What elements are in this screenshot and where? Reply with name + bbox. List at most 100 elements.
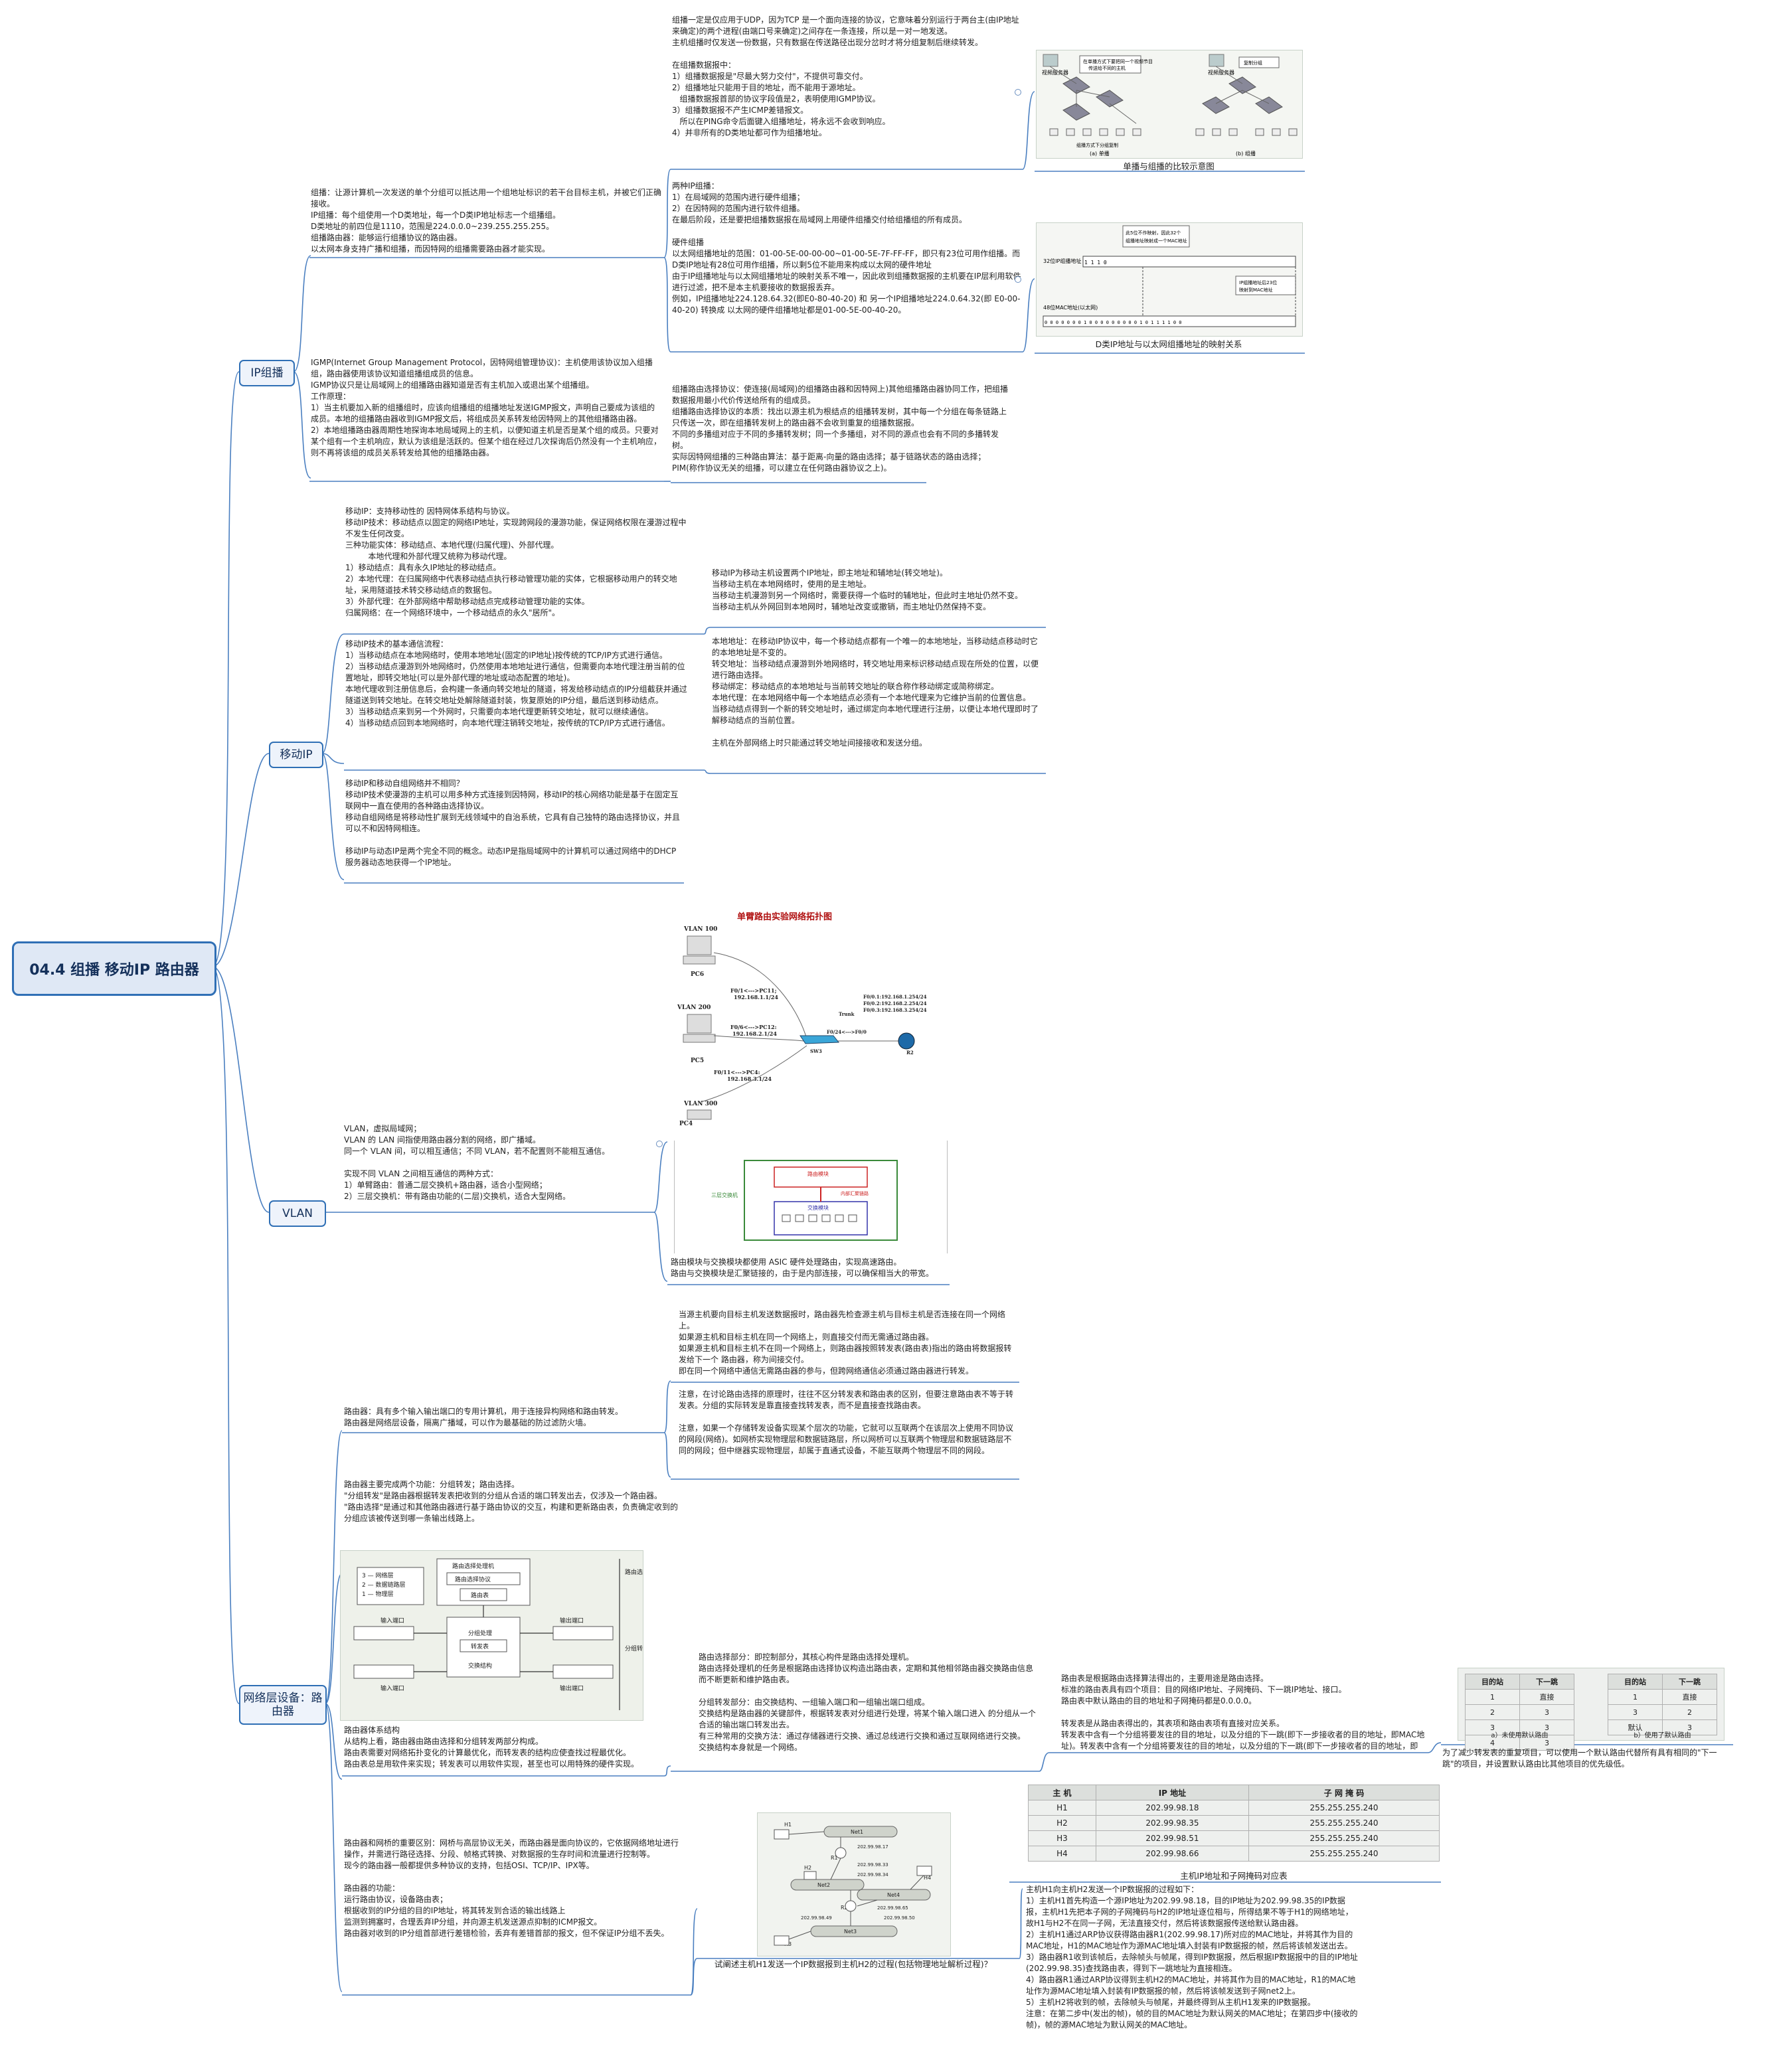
topology-title: 单臂路由实验网络拓扑图 <box>737 912 833 922</box>
layer1-label: 1 — 物理层 <box>362 1590 393 1598</box>
router-icon <box>898 1032 915 1050</box>
note-mobile-ip-flow: 移动IP技术的基本通信流程： 1）当移动结点在本地网络时，使用本地地址(固定的I… <box>345 639 687 728</box>
router-architecture-drawing: 3 — 网络层 2 — 数据链路层 1 — 物理层 路由选择处理机 路由选择协议… <box>353 1558 649 1710</box>
unicast-server-label: 视频服务器 <box>1042 69 1068 76</box>
subif1-label: F0/0.1:192.168.1.254/24 <box>863 994 927 1000</box>
switch-fabric-label: 交换结构 <box>468 1662 492 1670</box>
caption-no-default: a）未使用默认路由 <box>1491 1732 1549 1739</box>
multicast-server-label: 视频服务器 <box>1208 69 1234 76</box>
note-h1-h2-answer: 主机H1向主机H2发送一个IP数据报的过程如下： 1）主机H1首先构造一个源IP… <box>1026 1885 1358 2030</box>
topic-marker <box>1015 276 1021 283</box>
pc5-label: PC5 <box>691 1058 704 1064</box>
unicast-note: 在单播方式下要把同一个视频节目 <box>1083 58 1153 64</box>
r2-label: R2 <box>906 1050 914 1056</box>
unicast-note2: 传送给不同的主机 <box>1088 65 1126 71</box>
l3-routing-label: 路由模块 <box>807 1170 829 1177</box>
routing-table-label: 路由表 <box>471 1591 489 1599</box>
unicast-label: (a) 单播 <box>1090 150 1110 157</box>
l3-internal-label: 内部汇聚链路 <box>841 1190 869 1196</box>
note-router-forwarding-path: 当源主机要向目标主机发送数据报时，路由器先检查源主机与目标主机是否连接在同一个网… <box>679 1310 1012 1376</box>
switch-icon <box>799 1035 840 1044</box>
note-mobile-ip-addresses: 移动IP为移动主机设置两个IP地址，即主地址和辅地址(转交地址)。 当移动主机在… <box>712 568 1023 611</box>
note-vlan-definition: VLAN，虚拟局域网； VLAN 的 LAN 间指使用路由器分割的网络，即广播域… <box>344 1124 610 1201</box>
mapping-bits: 1 1 1 0 <box>1084 260 1107 266</box>
link3b-label: 192.168.3.1/24 <box>727 1076 772 1082</box>
note-router-vs-bridge: 路由器和网桥的重要区别：网桥与高层协议无关，而路由器是面向协议的，它依据网络地址… <box>344 1838 679 1938</box>
link1-label: F0/1<--->PC11; <box>730 987 777 994</box>
note-multicast-two-kinds: 两种IP组播： 1）在局域网的范围内进行硬件组播； 2）在因特网的范围内进行软件… <box>672 181 1021 315</box>
branch-router[interactable]: 网络层设备：路由器 <box>239 1685 327 1725</box>
note-router-functions: 路由器主要完成两个功能：分组转发；路由选择。 "分组转发"是路由器根据转发表把收… <box>344 1480 679 1523</box>
note-router-parts: 路由选择部分：即控制部分，其核心构件是路由选择处理机。 路由选择处理机的任务是根… <box>699 1652 1036 1752</box>
link-def-top <box>663 169 671 258</box>
figure-d-class-mapping: 此5位不作映射，因此32个 组播地址映射成一个MAC地址 32位IP组播地址 1… <box>1036 222 1303 337</box>
caption-host-ip-table: 主机IP地址和子网掩码对应表 <box>1180 1871 1288 1881</box>
left-col-next: 下一跳 <box>1519 1674 1574 1690</box>
unicast-note-bottom: 组播方式下分组复制 <box>1076 142 1118 148</box>
d-class-mapping-drawing: 此5位不作映射，因此32个 组播地址映射成一个MAC地址 32位IP组播地址 1… <box>1043 225 1296 327</box>
figure-router-architecture: 3 — 网络层 2 — 数据链路层 1 — 物理层 路由选择处理机 路由选择协议… <box>340 1550 649 1721</box>
f024-label: F0/24<--->F0/0 <box>827 1029 867 1035</box>
mapping-left-label: 32位IP组播地址 <box>1043 258 1081 264</box>
left-col-dest: 目的站 <box>1465 1674 1520 1690</box>
vlan200-label: VLAN 200 <box>677 1004 711 1011</box>
link-root-router <box>212 966 240 1704</box>
subif2-label: F0/0.2:192.168.2.254/24 <box>863 1000 927 1006</box>
link-root-mip <box>212 753 270 967</box>
topic-marker <box>656 1141 663 1147</box>
link1b-label: 192.168.1.1/24 <box>734 994 778 1000</box>
l3-switch-drawing: 三层交换机 路由模块 内部汇聚链路 交换模块 <box>711 1160 898 1241</box>
note-default-route: 为了减少转发表的重复项目，可以使用一个默认路由代替所有具有相同的"下一跳"的项目… <box>1442 1748 1717 1769</box>
mapping-top-label: 此5位不作映射，因此32个 <box>1126 230 1181 236</box>
caption-with-default: b）使用了默认路由 <box>1634 1732 1691 1739</box>
net4-label: Net4 <box>887 1892 900 1898</box>
figure-h1-h2-network: Net1 Net2 Net4 Net3 H1 H2 H3 H4 R1 R2 20… <box>757 1812 951 1956</box>
vlan300-label: VLAN 300 <box>683 1101 717 1107</box>
r1-label: R1 <box>831 1855 838 1861</box>
branch-ip-multicast-label: IP组播 <box>250 366 284 380</box>
output-port-label-1: 输出端口 <box>560 1617 584 1625</box>
col-ip: IP 地址 <box>1095 1785 1250 1800</box>
note-router-definition: 路由器：具有多个输入输出端口的专用计算机，用于连接异构网络和路由转发。 路由器是… <box>344 1407 624 1427</box>
link3-label: F0/11<--->PC4: <box>714 1069 760 1076</box>
col-mask: 子 网 掩 码 <box>1248 1785 1440 1800</box>
pc6-label: PC6 <box>691 971 704 978</box>
output-port-label-2: 输出端口 <box>560 1684 584 1692</box>
h4-label: H4 <box>924 1875 931 1881</box>
routing-processor-label: 路由选择处理机 <box>452 1562 494 1570</box>
addr1-label: 202.99.98.17 <box>857 1844 888 1850</box>
addr3-label: 202.99.98.34 <box>857 1872 888 1877</box>
pc4-label: PC4 <box>679 1121 693 1127</box>
root-topic[interactable]: 04.4 组播 移动IP 路由器 <box>12 941 216 996</box>
multicast-label: (b) 组播 <box>1236 150 1256 157</box>
router-r2-icon <box>845 1900 857 1912</box>
branch-mobile-ip[interactable]: 移动IP <box>269 742 323 768</box>
addr2-label: 202.99.98.33 <box>857 1862 888 1868</box>
topic-marker <box>1015 89 1021 96</box>
note-router-architecture: 路由器体系结构 从结构上看，路由器由路由选择和分组转发两部分构成。 路由表需要对… <box>344 1725 639 1769</box>
vlan100-label: VLAN 100 <box>683 926 717 933</box>
branch-vlan[interactable]: VLAN <box>269 1200 326 1227</box>
note-multicast-routing: 组播路由选择协议：使连接(局域网)的组播路由器和因特网上)其他组播路由器协同工作… <box>672 384 1009 473</box>
link2b-label: 192.168.2.1/24 <box>732 1030 777 1037</box>
addr6-label: 202.99.98.65 <box>877 1905 908 1911</box>
trunk-label: Trunk <box>839 1011 855 1017</box>
net1-label: Net1 <box>851 1829 863 1835</box>
note-mobile-ip-vs-adhoc: 移动IP和移动自组网络并不相同？ 移动IP技术使漫游的主机可以用多种方式连接到因… <box>345 779 681 867</box>
l3-switching-label: 交换模块 <box>807 1204 829 1211</box>
root-label: 04.4 组播 移动IP 路由器 <box>29 962 199 979</box>
branch-mobile-ip-label: 移动IP <box>280 748 313 761</box>
branch-ip-multicast[interactable]: IP组播 <box>239 360 295 386</box>
mapping-right-label: IP组播地址后23位 <box>1239 279 1277 285</box>
caption-unicast-vs-multicast: 单播与组播的比较示意图 <box>1123 161 1215 171</box>
